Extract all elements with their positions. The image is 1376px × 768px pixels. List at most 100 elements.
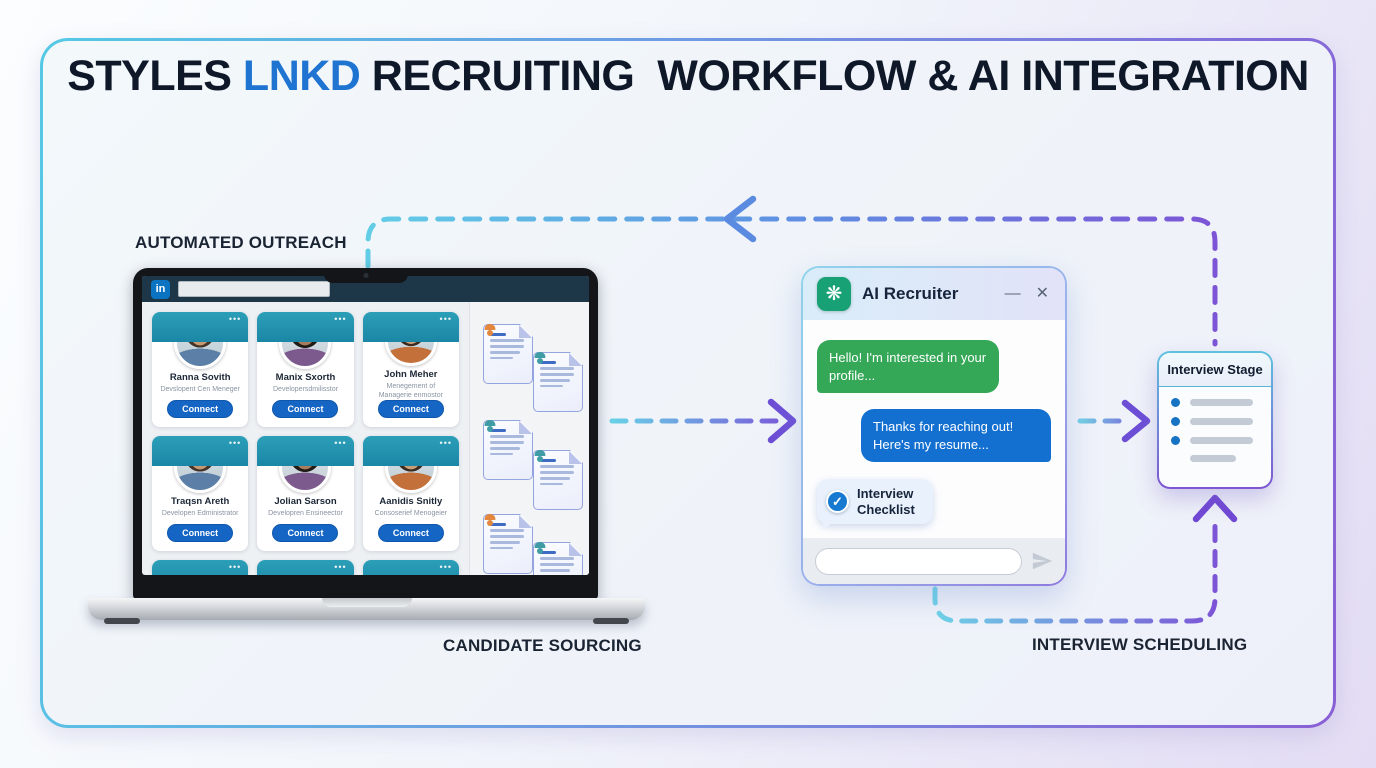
interview-stage-card: Interview Stage [1157,351,1273,489]
linkedin-search-input[interactable] [178,281,330,297]
profile-name: Aanidis Snitly [379,496,443,507]
interview-checklist-chip[interactable]: ✓ Interview Checklist [817,479,933,531]
resume-document [533,450,583,510]
card-menu-icon[interactable]: ••• [439,438,452,448]
list-line [1190,399,1253,406]
card-menu-icon: ••• [439,562,452,572]
label-candidate-sourcing: CANDIDATE SOURCING [443,636,642,655]
resume-document [483,324,533,384]
bullet-icon [1171,417,1180,426]
linkedin-icon[interactable]: in [151,279,170,299]
interview-stage-title: Interview Stage [1159,353,1271,387]
profile-name: Traqsn Areth [171,496,230,507]
laptop: in ••• Ranna Sovith Devslopent Cen Meneg… [133,268,598,600]
profile-name: Ranna Sovith [169,372,231,383]
profile-card-banner: ••• [257,560,354,575]
connect-button[interactable]: Connect [167,400,234,418]
label-interview-scheduling: INTERVIEW SCHEDULING [1032,635,1248,654]
resume-document [483,514,533,574]
profile-card: ••• Manix Sxorth Developersdmilisstor Co… [257,312,354,427]
page-fold-icon [519,325,532,338]
check-icon: ✓ [826,490,849,514]
page-fold-icon [519,421,532,434]
close-icon[interactable]: ✕ [1035,285,1049,302]
chat-title: AI Recruiter [862,284,959,303]
card-menu-icon: ••• [228,562,242,572]
card-menu-icon[interactable]: ••• [228,438,242,448]
profile-name: John Meher [384,368,438,380]
laptop-base [88,598,645,624]
profile-card-banner: ••• [152,436,249,466]
connect-button[interactable]: Connect [377,524,444,542]
card-menu-icon[interactable]: ••• [334,314,347,324]
profile-role: Devslopent Cen Meneger [160,386,240,393]
candidate-message-bubble: Thanks for reaching out! Here's my resum… [861,409,1051,463]
interview-stage-inner: Interview Stage [1159,353,1271,487]
profile-role: Menegement of Managerie enmostor [378,382,443,399]
profile-card: ••• Ranna Sovith Devslopent Cen Meneger … [152,312,249,427]
profile-card-banner: ••• [152,312,249,342]
openai-icon: ❋ [817,277,851,311]
ai-recruiter-window: ❋ AI Recruiter — ✕ Hello! I'm interested… [801,266,1067,586]
title-brand: LNKD [242,52,361,100]
profile-card: ••• Aanidis Snitly Consoserief Menogeier… [362,436,459,551]
profile-role: Developersdmilisstor [273,386,338,393]
card-menu-icon[interactable]: ••• [439,314,452,324]
card-menu-icon[interactable]: ••• [228,314,242,324]
chat-footer [803,538,1065,584]
linkedin-body: ••• Ranna Sovith Devslopent Cen Meneger … [142,302,589,575]
interview-stage-list [1159,387,1271,487]
resume-document [533,542,583,575]
laptop-base-notch [321,598,412,607]
stage-list-item [1171,455,1259,462]
linkedin-screen: in ••• Ranna Sovith Devslopent Cen Meneg… [142,276,589,575]
minimize-icon[interactable]: — [1004,285,1021,302]
resume-document [483,420,533,480]
profile-card-partial: ••• [152,560,249,575]
bullet-icon [1171,436,1180,445]
connect-button[interactable]: Connect [377,400,444,418]
page-title: STYLES LNKD RECRUITING WORKFLOW & AI INT… [0,52,1376,101]
card-menu-icon[interactable]: ••• [334,438,347,448]
connect-button[interactable]: Connect [272,400,339,418]
profile-card: ••• John Meher Menegement of Managerie e… [362,312,459,427]
label-automated-outreach: AUTOMATED OUTREACH [135,233,347,252]
list-line [1190,437,1253,444]
recruiter-message-bubble: Hello! I'm interested in your profile... [817,340,999,394]
profile-role: Consoserief Menogeier [374,510,448,517]
profile-card-banner: ••• [362,436,459,466]
profile-card-banner: ••• [257,436,354,466]
bullet-icon [1171,398,1180,407]
send-button[interactable] [1031,550,1053,572]
chat-body: Hello! I'm interested in your profile...… [803,320,1065,531]
card-menu-icon: ••• [334,562,347,572]
connect-button[interactable]: Connect [272,524,339,542]
stage-list-item [1171,417,1259,426]
profile-card-banner: ••• [362,560,459,575]
profile-card-banner: ••• [152,560,249,575]
checklist-label: Interview Checklist [857,486,915,517]
profile-card-partial: ••• [257,560,354,575]
connect-button[interactable]: Connect [167,524,234,542]
page-fold-icon [569,543,582,556]
title-part-1: STYLES [67,52,243,100]
stage-list-item [1171,398,1259,407]
resume-panel [469,302,589,575]
resume-document [533,352,583,412]
profile-role: Developen Edministrator [161,510,239,517]
message-input[interactable] [815,547,1022,575]
camera-icon [363,273,368,278]
list-line [1190,418,1253,425]
profile-name: Manix Sxorth [275,372,336,383]
page-fold-icon [519,515,532,528]
laptop-notch [323,268,408,283]
send-icon [1032,552,1053,570]
laptop-foot [593,618,629,624]
profile-name: Jolian Sarson [274,496,337,507]
profile-card: ••• Traqsn Areth Developen Edministrator… [152,436,249,551]
chat-header: ❋ AI Recruiter — ✕ [803,268,1065,320]
title-part-2: RECRUITING WORKFLOW & AI INTEGRATION [360,52,1309,100]
profile-grid: ••• Ranna Sovith Devslopent Cen Meneger … [142,302,469,575]
profile-card-partial: ••• [362,560,459,575]
